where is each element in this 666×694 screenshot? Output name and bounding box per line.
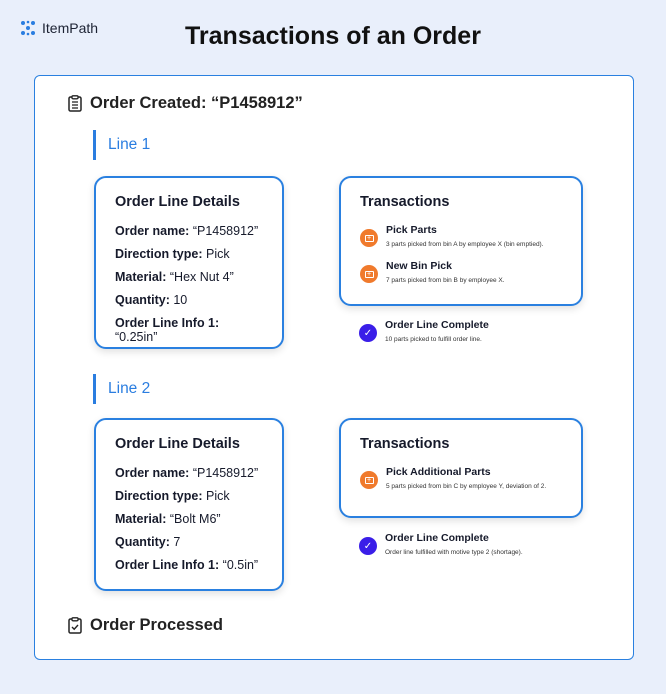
field-quantity: Quantity: 7	[115, 535, 181, 549]
field-order-name: Order name: “P1458912”	[115, 466, 259, 480]
order-processed-heading: Order Processed	[68, 616, 223, 635]
brand-logo: ItemPath	[20, 20, 98, 36]
card-title: Order Line Details	[115, 194, 240, 210]
pick-icon: +	[360, 471, 378, 489]
order-line-details-card: Order Line Details Order name: “P1458912…	[94, 418, 284, 591]
order-line-details-card: Order Line Details Order name: “P1458912…	[94, 176, 284, 349]
pick-icon: +	[360, 265, 378, 283]
field-quantity: Quantity: 10	[115, 293, 188, 307]
card-title: Transactions	[360, 436, 450, 452]
field-line-info: Order Line Info 1: “0.25in”	[115, 316, 220, 344]
clipboard-icon	[68, 95, 82, 112]
check-icon: ✓	[359, 324, 377, 342]
field-material: Material: “Hex Nut 4”	[115, 270, 234, 284]
card-title: Order Line Details	[115, 436, 240, 452]
field-direction-type: Direction type: Pick	[115, 489, 230, 503]
logo-icon	[21, 20, 35, 36]
order-created-heading: Order Created: “P1458912”	[68, 94, 303, 113]
pick-icon: +	[360, 229, 378, 247]
card-title: Transactions	[360, 194, 450, 210]
page-title: Transactions of an Order	[185, 22, 481, 50]
line-2-label: Line 2	[93, 374, 150, 404]
brand-name: ItemPath	[42, 20, 99, 36]
field-order-name: Order name: “P1458912”	[115, 224, 259, 238]
line-1-label: Line 1	[93, 130, 150, 160]
field-material: Material: “Bolt M6”	[115, 512, 221, 526]
field-direction-type: Direction type: Pick	[115, 247, 230, 261]
clipboard-check-icon	[68, 617, 82, 634]
field-line-info: Order Line Info 1: “0.5in”	[115, 558, 259, 572]
check-icon: ✓	[359, 537, 377, 555]
